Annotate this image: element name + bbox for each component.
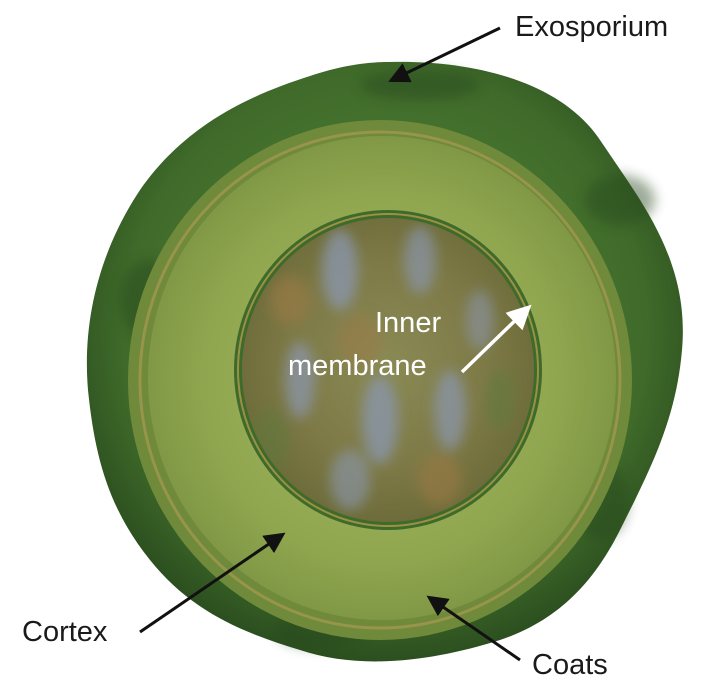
coats-label: Coats <box>532 649 608 681</box>
cortex-label: Cortex <box>22 616 108 648</box>
inner-membrane-label-line1: Inner <box>375 307 441 339</box>
exosporium-label: Exosporium <box>515 11 668 43</box>
inner-membrane-label-line2: membrane <box>288 350 427 382</box>
